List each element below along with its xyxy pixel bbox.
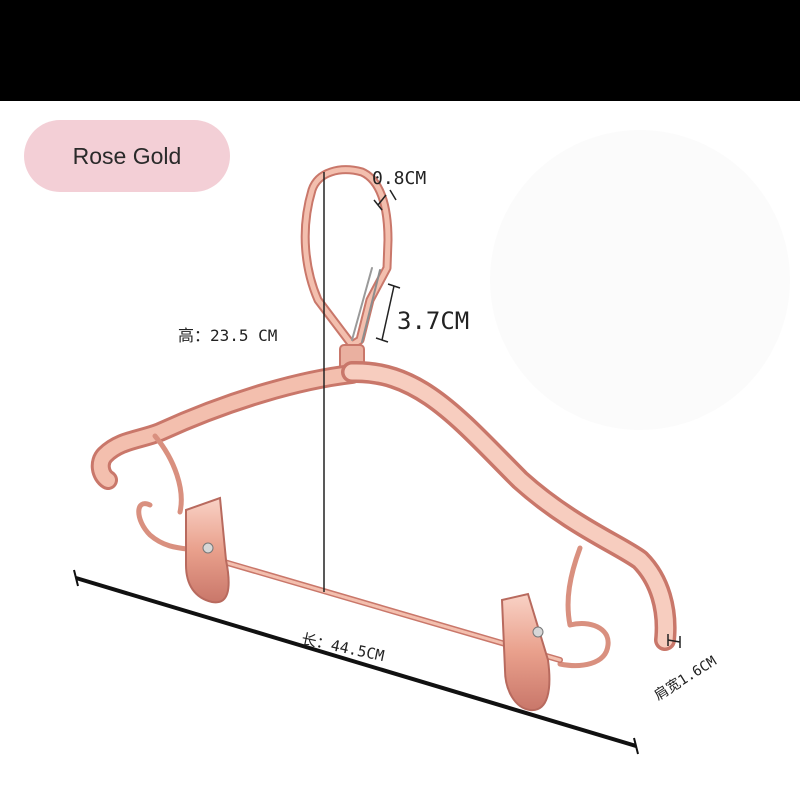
height-dimension-label: 高：23.5 CM <box>178 326 278 345</box>
top-black-band <box>0 0 800 101</box>
right-clip <box>500 592 551 712</box>
hanger-body <box>90 360 677 669</box>
hanger-hook <box>300 165 393 377</box>
length-dimension-line <box>73 569 639 755</box>
hook-dimension-line <box>375 283 401 343</box>
left-clip <box>185 496 230 604</box>
shoulder-dimension-line <box>667 634 681 648</box>
wire-dimension-line <box>373 189 397 211</box>
hook-length-label: 3.7CM <box>397 307 470 335</box>
color-badge: Rose Gold <box>24 120 230 192</box>
color-badge-label: Rose Gold <box>72 142 182 169</box>
wire-thickness-label: 0.8CM <box>372 168 427 189</box>
background-glow <box>490 130 790 430</box>
